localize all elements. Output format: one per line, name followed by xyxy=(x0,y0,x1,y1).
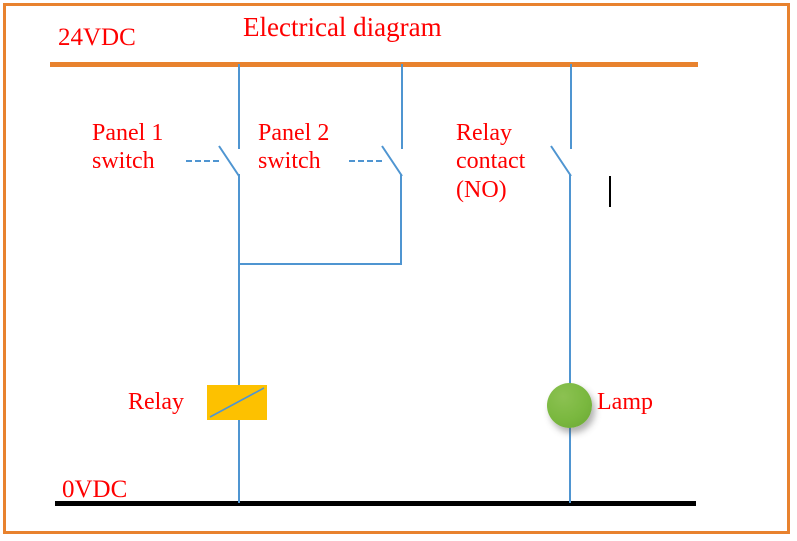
panel1-switch-label: Panel 1 switch xyxy=(92,120,164,175)
wire-panel2-switch-to-node xyxy=(400,174,402,264)
panel2-switch-actuator xyxy=(349,160,382,162)
panel2-switch-label: Panel 2 switch xyxy=(258,120,330,175)
text-cursor[interactable] xyxy=(609,176,611,207)
wire-parallel-switch-junction xyxy=(238,263,402,265)
negative-power-rail xyxy=(55,501,696,506)
relay-coil-label: Relay xyxy=(128,389,184,415)
wire-rail-to-panel2-switch xyxy=(401,64,403,149)
relay-coil xyxy=(207,385,267,420)
relay-coil-slash-icon xyxy=(209,387,265,418)
panel2-switch-blade xyxy=(381,145,403,177)
positive-rail-label: 24VDC xyxy=(58,24,136,51)
wire-rail-to-panel1-switch xyxy=(238,64,240,149)
diagram-border xyxy=(3,3,790,534)
panel1-switch-actuator xyxy=(186,160,219,162)
wire-rail-to-relay-contact xyxy=(570,64,572,149)
wire-relay-contact-to-lamp xyxy=(569,174,571,503)
positive-power-rail xyxy=(50,62,698,67)
panel1-switch-blade xyxy=(218,145,240,177)
relay-contact-blade xyxy=(550,145,572,177)
wire-node-to-relay-coil xyxy=(238,263,240,503)
lamp-indicator xyxy=(547,383,592,428)
negative-rail-label: 0VDC xyxy=(62,476,128,503)
wire-panel1-switch-to-node xyxy=(238,174,240,264)
diagram-title: Electrical diagram xyxy=(243,12,442,42)
relay-contact-label: Relay contact (NO) xyxy=(456,120,526,203)
lamp-label: Lamp xyxy=(597,389,653,415)
